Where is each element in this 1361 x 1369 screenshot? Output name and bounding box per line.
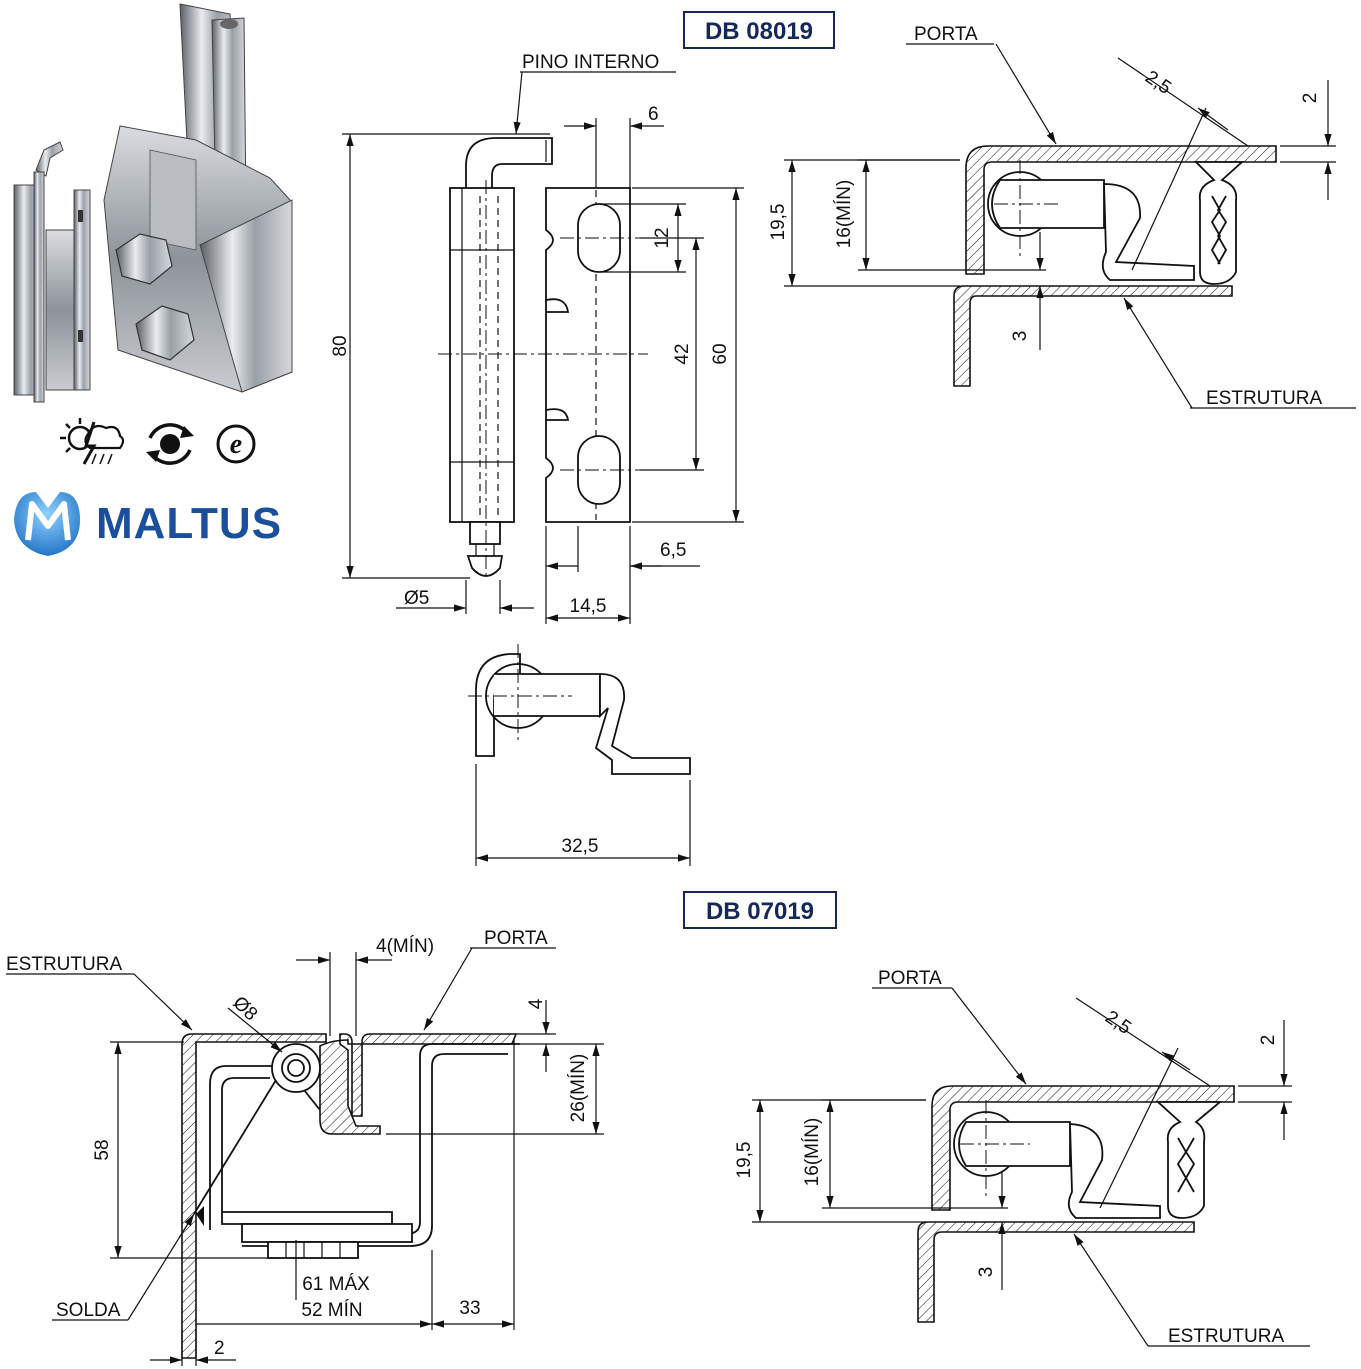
- section-view-top: PORTA ESTRUTURA 2,5 2 19,5 16(MÍN) 3: [768, 24, 1356, 409]
- dim-height-58: 58: [92, 1139, 113, 1160]
- dim-gap-2-5-top: 2,5: [1141, 67, 1175, 99]
- brand-logo: MALTUS: [14, 492, 282, 556]
- dim-offset-6-5: 6,5: [660, 540, 686, 561]
- dim-hole-spacing-42: 42: [672, 343, 693, 364]
- dim-gap-2-5-bottom: 2,5: [1101, 1007, 1135, 1039]
- assembly-view: ESTRUTURA PORTA SOLDA Ø8 4(MÍN) 58 4 26(…: [6, 928, 604, 1366]
- brand-name: MALTUS: [96, 499, 282, 548]
- label-door-bottom: PORTA: [878, 968, 942, 989]
- drawing-code-bottom: DB 07019: [706, 898, 814, 925]
- dim-min-span-52: 52 MÍN: [301, 1300, 362, 1321]
- dim-max-span-61: 61 MÁX: [302, 1274, 370, 1295]
- dim-min-depth-16-top: 16(MÍN): [834, 180, 855, 249]
- dim-plate-height-60: 60: [710, 343, 731, 364]
- dim-plate-width-14-5: 14,5: [570, 596, 607, 617]
- label-structure-assembly: ESTRUTURA: [6, 954, 122, 975]
- small-hinge-illustration: [13, 141, 91, 403]
- dim-min-gap-4: 4(MÍN): [376, 936, 434, 957]
- label-inner-pin: PINO INTERNO: [522, 52, 659, 73]
- svg-text:e: e: [230, 429, 242, 460]
- front-view: 80 PINO INTERNO 6 12 42 60 6,5 1: [330, 52, 744, 624]
- dim-offset-4: 4: [526, 998, 547, 1009]
- dim-width-32-5: 32,5: [562, 836, 599, 857]
- dim-clearance-3-top: 3: [1010, 331, 1031, 342]
- dim-clearance-3-bottom: 3: [976, 1267, 997, 1278]
- large-hinge-illustration: [103, 3, 293, 393]
- dim-min-depth-26: 26(MÍN): [568, 1054, 589, 1123]
- dim-pin-diameter: Ø5: [404, 588, 429, 609]
- dim-total-19-5-top: 19,5: [768, 204, 789, 241]
- section-view-bottom: PORTA ESTRUTURA 2,5 2 19,5 16(MÍN) 3: [734, 968, 1310, 1347]
- top-view: 32,5: [468, 644, 691, 866]
- code-box-db08019: DB 08019: [683, 11, 835, 49]
- e-coat-icon: e: [216, 424, 256, 464]
- dim-side-33: 33: [459, 1298, 480, 1319]
- dim-slot-width-6: 6: [648, 104, 659, 125]
- dim-height-80: 80: [330, 335, 351, 356]
- dim-thickness-2-bottom: 2: [1258, 1035, 1279, 1046]
- weather-resistant-icon: [60, 418, 125, 465]
- product-illustration: [13, 3, 293, 403]
- dim-thickness-2-assembly: 2: [214, 1338, 225, 1359]
- dim-total-19-5-bottom: 19,5: [734, 1142, 755, 1179]
- rotation-icon: [146, 423, 194, 465]
- drawing-code-top: DB 08019: [705, 18, 813, 45]
- dim-thickness-2-top: 2: [1300, 93, 1321, 104]
- label-structure-top: ESTRUTURA: [1206, 388, 1322, 409]
- label-weld: SOLDA: [56, 1300, 121, 1321]
- dim-hole-diameter-8: Ø8: [229, 992, 262, 1025]
- code-box-db07019: DB 07019: [683, 891, 837, 929]
- dim-min-depth-16-bottom: 16(MÍN): [802, 1118, 823, 1187]
- label-door-assembly: PORTA: [484, 928, 548, 949]
- label-door-top: PORTA: [914, 24, 978, 45]
- label-structure-bottom: ESTRUTURA: [1168, 1326, 1284, 1347]
